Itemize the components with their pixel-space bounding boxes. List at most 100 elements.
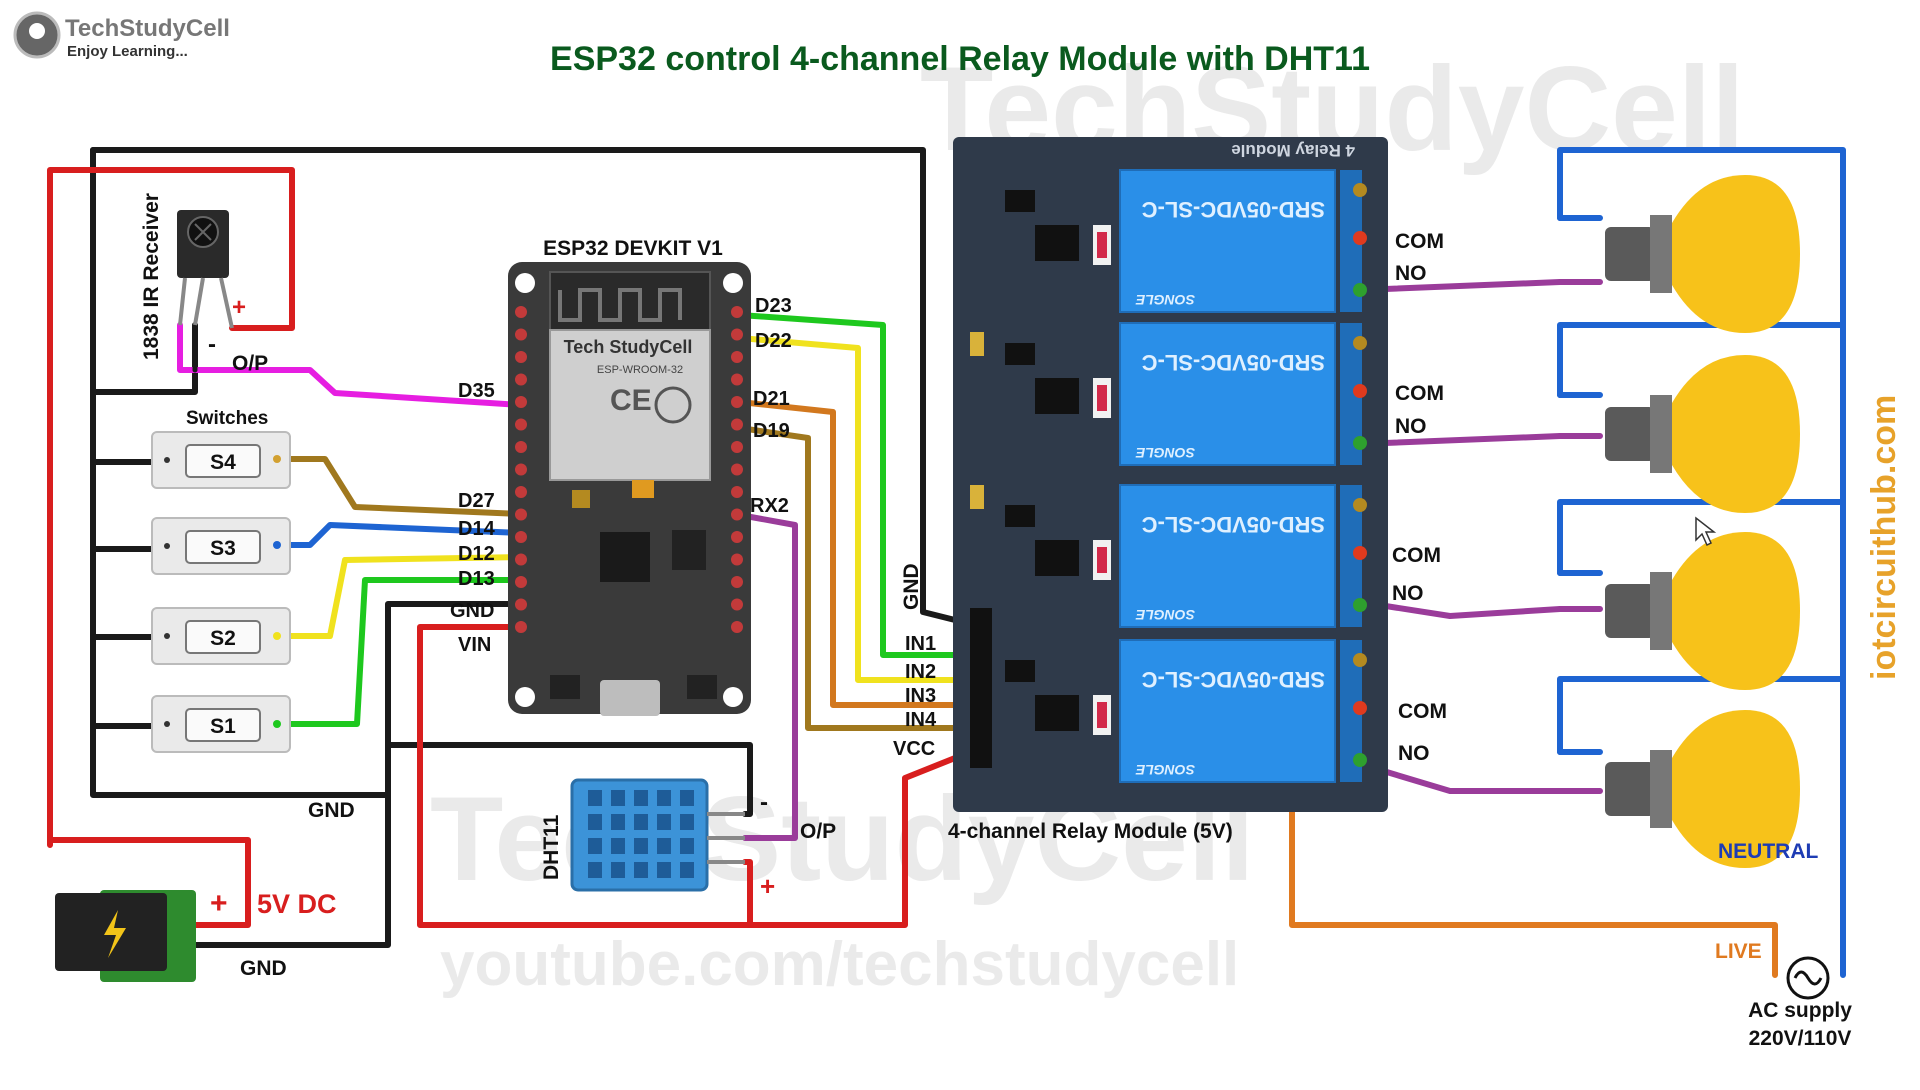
k4-no-label: NO [1398,742,1430,765]
in3-wire [737,399,978,708]
relay-brand-label: SONGLE [1135,445,1195,461]
nc-terminal [1353,336,1367,350]
relay-channel-k2: SRD-05VDC-SL-C SONGLE [970,322,1367,509]
dht-grille-slot [657,814,671,830]
dht-grille-slot [588,862,602,878]
switch-s2-label: S2 [210,627,236,650]
relay-input-header [970,608,992,768]
relay-diode [1005,343,1035,365]
switch-s2[interactable]: S2 [151,607,291,665]
s1-wire [277,577,523,727]
dht-grille [588,790,694,878]
ir-plus-label: + [232,294,246,321]
live-label: LIVE [1715,940,1762,963]
logo-tagline: Enjoy Learning... [67,43,188,60]
dht-grille-slot [588,838,602,854]
pin-d12-label: D12 [458,543,495,565]
relay-contact-labels: COM NO COM NO COM NO COM NO [1392,230,1447,765]
logo: TechStudyCell Enjoy Learning... [13,11,230,60]
switch-s4[interactable]: S4 [151,431,291,489]
dht-grille-slot [611,862,625,878]
s3-wire [277,522,523,548]
page-title: ESP32 control 4-channel Relay Module wit… [550,40,1370,78]
dht-minus-label: - [760,789,768,816]
relay-k4 [1119,639,1336,783]
dht11-sensor: DHT11 - O/P + [540,778,836,901]
esp-header-pin [731,373,743,386]
bulb-base [1650,572,1672,650]
dht-grille-slot [588,814,602,830]
bulb-icon [1672,710,1800,868]
neutral-label: NEUTRAL [1718,840,1818,863]
power-gnd-label: GND [240,957,287,980]
in4-wire [737,425,978,731]
pin-vin-label: VIN [458,634,491,656]
relay-transistor [1035,540,1079,576]
com-terminal [1353,701,1367,715]
esp32-board: ESP32 DEVKIT V1 Tech StudyCell ESP-WROOM… [508,237,751,716]
dht-grille-slot [657,862,671,878]
pin-d22-label: D22 [755,330,792,352]
pin-d21-label: D21 [753,388,790,410]
in1-wire [737,312,978,658]
ce-mark-icon: CE [610,384,652,417]
bulb-socket [1605,407,1655,461]
ac-voltage-label: 220V/110V [1749,1027,1852,1050]
esp-header-pin [731,441,743,453]
bulb-k2 [1605,355,1800,513]
dht-grille-slot [680,790,694,806]
bulb-k4 [1605,710,1800,868]
dht-grille-slot [680,838,694,854]
relay-brand-label: SONGLE [1135,292,1195,308]
relay-jumper [970,485,984,509]
bulb-icon [1672,532,1800,690]
k3-com-label: COM [1392,544,1441,567]
com-terminal [1353,384,1367,398]
esp-header-pin [731,576,743,588]
dht-grille-slot [611,790,625,806]
dht-vcc-wire [742,859,753,928]
switch-s1[interactable]: S1 [151,695,291,753]
esp-header-pin [731,418,743,431]
dht-grille-slot [588,790,602,806]
relay-in1-label: IN1 [905,633,936,655]
dht-grille-slot [634,790,648,806]
pin-d14-label: D14 [458,518,496,540]
nc-terminal [1353,498,1367,512]
esp-header-pin [731,621,743,633]
ir-receiver-label: 1838 IR Receiver [140,193,163,360]
esp-header-pin [515,553,527,566]
antenna-icon [558,288,682,322]
ir-out-wire [177,322,523,408]
dht-grille-slot [634,838,648,854]
esp-gnd-wire [192,601,523,948]
k1-com-label: COM [1395,230,1444,253]
relay-brand-label: SONGLE [1135,607,1195,623]
relay-vcc-label: VCC [893,738,935,760]
vin-wire [417,624,978,928]
relay-model-label: SRD-05VDC-SL-C [1142,512,1325,537]
esp-header-pin [515,598,527,611]
pin-rx2-label: RX2 [750,495,789,517]
esp-header-pin [515,418,527,431]
power-vcc-wire [47,837,251,928]
dht-grille-slot [657,790,671,806]
mouse-cursor-icon [1695,516,1717,547]
relay-in3-label: IN3 [905,685,936,707]
s4-wire [277,456,523,517]
k2-com-label: COM [1395,382,1444,405]
bulb-socket [1605,227,1655,281]
switch-s3[interactable]: S3 [151,517,291,575]
relay-in2-label: IN2 [905,661,936,683]
esp-pin-labels: D35 D27 D14 D12 D13 GND VIN D23 D22 D21 … [450,295,792,656]
esp-header-pin [515,621,527,633]
bulbs [1605,175,1800,868]
esp-header-pin [731,306,743,318]
esp-module-name: ESP-WROOM-32 [597,364,683,376]
dht-grille-slot [634,814,648,830]
relay-model-label: SRD-05VDC-SL-C [1142,350,1325,375]
esp-module [549,329,711,481]
esp-header-pin [515,441,527,453]
ac-supply-label: AC supply [1748,999,1852,1022]
